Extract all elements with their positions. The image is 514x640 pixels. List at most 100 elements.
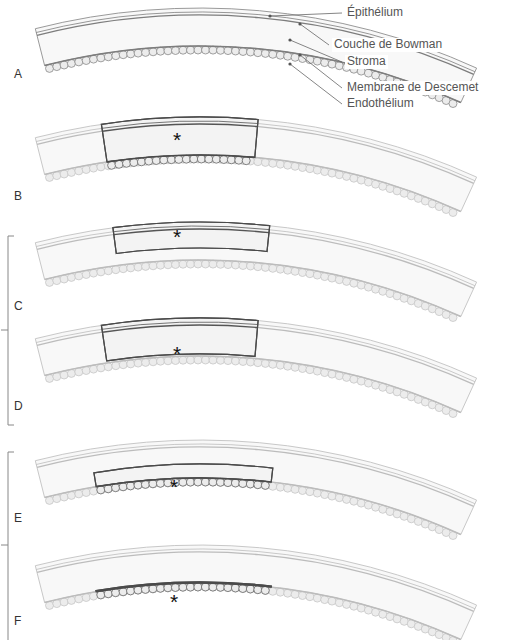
- cornea-outline: [35, 222, 476, 317]
- endothelial-cell: [104, 485, 112, 493]
- bowman-layer: [37, 447, 474, 506]
- endothelial-cell: [269, 264, 277, 272]
- endothelial-cell: [164, 357, 172, 365]
- endothelial-cell: [119, 361, 127, 369]
- graft-marker: *: [170, 476, 178, 497]
- leader-dot: [298, 22, 301, 25]
- endothelial-cell: [232, 261, 240, 269]
- leader-dot: [268, 14, 271, 17]
- endothelial-cell: [97, 486, 105, 494]
- endothelial-cell: [217, 260, 225, 268]
- endothelial-cell: [82, 489, 90, 497]
- endothelial-cell: [269, 587, 277, 595]
- endothelial-cell: [299, 487, 307, 495]
- endothelial-cell: [276, 588, 284, 596]
- endothelial-cell: [216, 478, 224, 486]
- endothelial-cell: [291, 267, 299, 275]
- epithelium-line: [36, 12, 475, 72]
- endothelial-cell: [149, 480, 157, 488]
- endothelial-cell: [156, 584, 164, 592]
- endothelial-cell: [104, 363, 112, 371]
- endothelial-cell: [254, 158, 262, 166]
- endothelial-cell: [112, 484, 120, 492]
- endothelial-cell: [291, 363, 299, 371]
- cornea-outline: [35, 318, 476, 413]
- bowman-layer: [37, 15, 474, 74]
- endothelial-cell: [291, 485, 299, 493]
- endothelial-cell: [197, 155, 205, 163]
- endothelial-cell: [254, 586, 262, 594]
- endothelial-cell: [254, 481, 262, 489]
- endothelial-cell: [247, 358, 255, 366]
- endothelial-cell: [134, 263, 142, 271]
- endothelial-cell: [157, 584, 165, 592]
- endothelial-cell: [201, 583, 209, 591]
- endothelial-cell: [284, 362, 292, 370]
- endothelial-cell: [149, 585, 157, 593]
- bowman-layer: [37, 552, 474, 611]
- leader-lines: [270, 13, 342, 104]
- endothelial-cell: [276, 483, 284, 491]
- endothelial-cell: [194, 46, 202, 54]
- endothelial-cell: [276, 361, 284, 369]
- endothelial-cell: [127, 587, 135, 595]
- endothelial-cell: [261, 49, 269, 57]
- leader-line: [270, 13, 342, 16]
- endothelial-cell: [299, 164, 307, 172]
- endothelial-cell: [112, 52, 120, 60]
- endothelial-cell: [149, 480, 157, 488]
- endothelial-cell: [239, 585, 247, 593]
- endothelial-cell: [217, 46, 225, 54]
- endothelial-cell: [157, 261, 165, 269]
- endothelial-cell: [261, 158, 269, 166]
- endothelial-cell: [247, 262, 255, 270]
- endothelial-cell: [202, 356, 210, 364]
- epithelium-line: [36, 549, 475, 609]
- endothelial-cell: [194, 260, 202, 268]
- leader-dots: [268, 14, 301, 65]
- endothelial-cell: [235, 156, 243, 164]
- endothelial-cell: [97, 163, 105, 171]
- endothelial-cell: [156, 479, 164, 487]
- endothelial-cell: [217, 583, 225, 591]
- endothelial-cell: [172, 261, 180, 269]
- endothelial-cell: [97, 54, 105, 62]
- endothelial-cell: [224, 584, 232, 592]
- endothelial-cell: [201, 478, 209, 486]
- descemet-membrane: [45, 583, 461, 640]
- endothelial-cell: [186, 583, 194, 591]
- graft-outline: [101, 117, 258, 162]
- endothelial-cell: [254, 481, 262, 489]
- endothelial-cell: [194, 583, 202, 591]
- endothelial-cell: [276, 265, 284, 273]
- endothelial-cell: [247, 48, 255, 56]
- endothelial-cell: [212, 155, 220, 163]
- endothelial-cell: [299, 269, 307, 277]
- panel-letter: C: [14, 300, 23, 314]
- endothelial-cell: [291, 590, 299, 598]
- endothelial-cell: [157, 47, 165, 55]
- endothelial-cell: [187, 260, 195, 268]
- endothelial-cell: [141, 480, 149, 488]
- endothelial-cell: [142, 358, 150, 366]
- endothelial-cell: [104, 485, 112, 493]
- endothelial-cell: [164, 261, 172, 269]
- endothelial-cell: [179, 478, 187, 486]
- endothelial-cell: [217, 356, 225, 364]
- bracket: [1, 452, 14, 640]
- bowman-layer: [102, 325, 257, 332]
- endothelial-cell: [239, 480, 247, 488]
- endothelial-cell: [149, 358, 157, 366]
- endothelial-cell: [269, 50, 277, 58]
- endothelial-cell: [239, 585, 247, 593]
- cornea-outline: [35, 440, 476, 535]
- endothelial-cell: [82, 57, 90, 65]
- endothelial-cell: [231, 479, 239, 487]
- leader-line: [300, 24, 329, 45]
- endothelial-cell: [104, 590, 112, 598]
- endothelial-cell: [104, 267, 112, 275]
- endothelial-cell: [187, 478, 195, 486]
- endothelial-cell: [299, 365, 307, 373]
- endothelial-cell: [261, 481, 269, 489]
